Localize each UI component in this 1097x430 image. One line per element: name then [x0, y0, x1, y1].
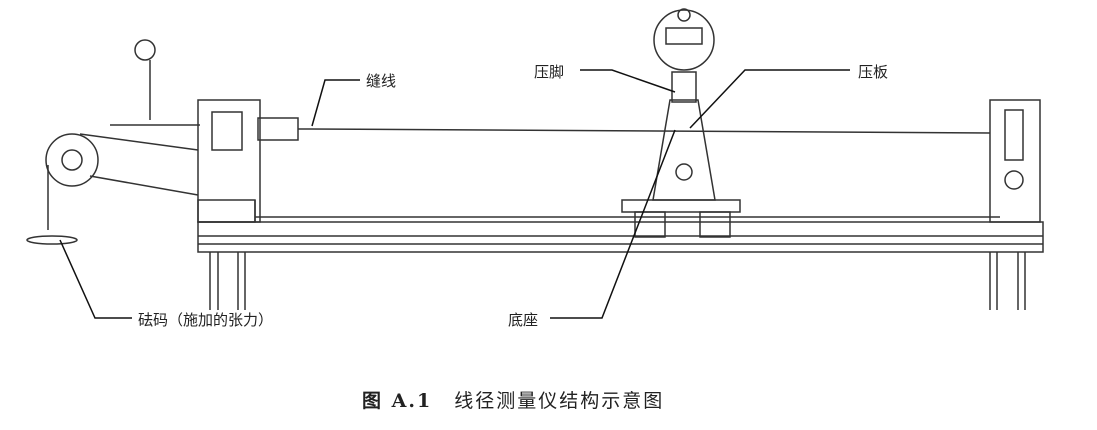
label-base: 底座 — [508, 311, 539, 329]
legs — [209, 252, 1026, 310]
label-thread: 缝线 — [366, 72, 397, 90]
left-stand — [197, 99, 310, 223]
pulley — [26, 39, 200, 245]
figure-caption: 图 A.1 线径测量仪结构示意图 — [362, 386, 664, 413]
dial-gauge — [621, 8, 741, 238]
label-presser-foot: 压脚 — [534, 63, 565, 81]
rail — [197, 200, 1044, 253]
label-pressure-plate: 压板 — [858, 63, 889, 81]
right-stand — [989, 99, 1041, 223]
label-weight: 砝码（施加的张力） — [138, 311, 274, 329]
figure-title: 线径测量仪结构示意图 — [454, 390, 665, 412]
figure-number: 图 A.1 — [362, 390, 433, 412]
leader-lines — [59, 69, 850, 319]
thread-line — [309, 128, 991, 134]
